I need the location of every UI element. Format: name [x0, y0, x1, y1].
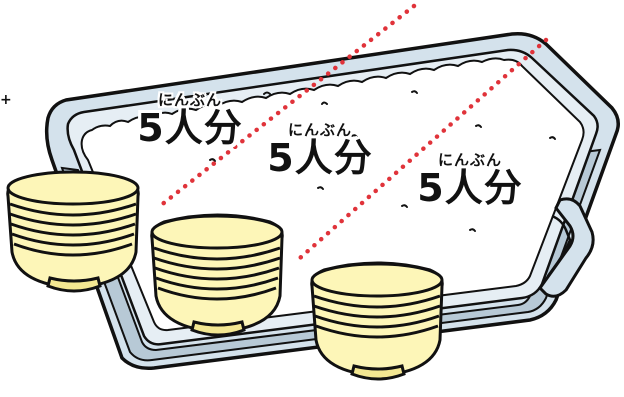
portion-divider-lines — [157, 3, 549, 261]
rice-bowl-stack-icon — [150, 213, 284, 337]
rice-bowl-stack-icon — [310, 261, 444, 381]
portion-count-3: 5 — [417, 166, 445, 210]
edge-mark: + — [0, 92, 12, 108]
portion-ruby-1: にんぶん — [157, 91, 222, 109]
portion-count-1: 5 — [137, 106, 165, 150]
portion-unit-3: 人分 — [444, 166, 523, 210]
portion-count-2: 5 — [267, 136, 295, 180]
portion-ruby-3: にんぶん — [437, 151, 502, 169]
rice-bowl-stack-icon — [6, 170, 140, 293]
portion-unit-1: 人分 — [164, 106, 243, 150]
portion-label-1: にんぶん 5人分 — [130, 92, 250, 148]
portion-label-2: にんぶん 5人分 — [260, 122, 380, 178]
tray-handle-icon — [538, 197, 595, 298]
portion-unit-2: 人分 — [294, 136, 373, 180]
portion-label-3: にんぶん 5人分 — [410, 152, 530, 208]
portion-ruby-2: にんぶん — [287, 121, 352, 139]
